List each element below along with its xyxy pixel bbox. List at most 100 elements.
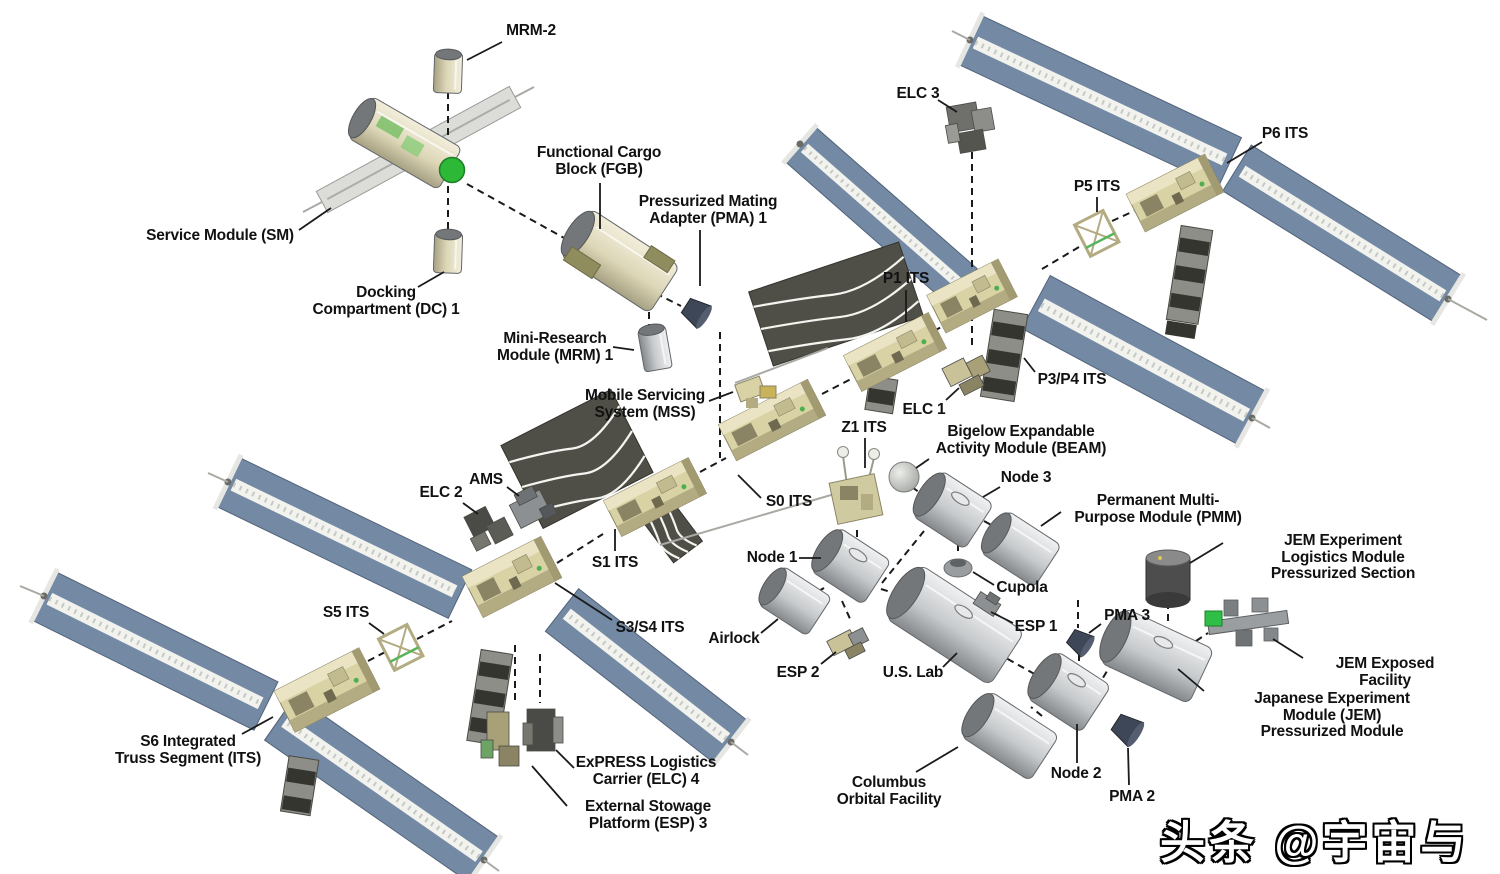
leader-node-3 bbox=[982, 486, 1001, 498]
boom-line-7 bbox=[730, 741, 749, 756]
leader-elc-4 bbox=[555, 749, 575, 769]
boom-line-3 bbox=[483, 859, 500, 872]
assembly-dashed-line-8 bbox=[556, 533, 604, 564]
boom-line-5 bbox=[514, 86, 535, 98]
leader-pma-3 bbox=[1088, 623, 1102, 634]
label-jem-pm: Japanese Experiment Module (JEM) Pressur… bbox=[1254, 690, 1410, 740]
mss-robotics bbox=[734, 375, 777, 408]
label-s5-its: S5 ITS bbox=[322, 604, 370, 621]
truss-p3-p4-its bbox=[926, 258, 1018, 334]
module-node-1 bbox=[811, 529, 890, 603]
label-node-1: Node 1 bbox=[746, 549, 798, 566]
assembly-dashed-line-30 bbox=[1195, 632, 1209, 642]
leader-airlock bbox=[760, 618, 779, 634]
label-p1-its: P1 ITS bbox=[882, 270, 930, 287]
label-node-3: Node 3 bbox=[1000, 469, 1052, 486]
leader-s6-its bbox=[241, 716, 274, 735]
label-docking-compartment-1: Docking Compartment (DC) 1 bbox=[312, 284, 460, 318]
label-jem-elm: JEM Experiment Logistics Module Pressuri… bbox=[1270, 532, 1416, 582]
dark-array-p1 bbox=[748, 241, 924, 367]
module-pma-1 bbox=[680, 297, 712, 330]
module-node-2 bbox=[1027, 653, 1109, 731]
payload-elc-1 bbox=[941, 354, 991, 397]
assembly-dashed-line-22 bbox=[841, 600, 852, 622]
label-elc-1: ELC 1 bbox=[902, 401, 946, 418]
label-esp-1: ESP 1 bbox=[1014, 618, 1058, 635]
module-pma-2 bbox=[1110, 713, 1145, 748]
boom-line-6 bbox=[207, 472, 229, 483]
label-mss: Mobile Servicing System (MSS) bbox=[585, 387, 705, 421]
leader-mrm-2 bbox=[466, 41, 503, 61]
watermark: 头条 @宇宙与科学 bbox=[1160, 817, 1470, 868]
label-esp-2: ESP 2 bbox=[776, 664, 820, 681]
module-jem-elm-ps bbox=[1145, 549, 1191, 608]
payload-esp-3 bbox=[480, 711, 520, 767]
module-node-3 bbox=[912, 472, 992, 548]
boom-line-4 bbox=[302, 201, 323, 213]
truss-s3-s4-its bbox=[461, 535, 563, 619]
assembly-dashed-line-2 bbox=[466, 183, 567, 240]
label-beam: Bigelow Expandable Activity Module (BEAM… bbox=[935, 423, 1107, 457]
support-booms bbox=[19, 30, 1488, 872]
payload-elc-2 bbox=[463, 505, 514, 552]
leader-p6-its bbox=[1226, 141, 1263, 164]
assembly-dashed-line-7 bbox=[416, 620, 453, 640]
label-s6-its: S6 Integrated Truss Segment (ITS) bbox=[114, 733, 262, 767]
assembly-dashed-line-12 bbox=[1041, 246, 1080, 270]
label-node-2: Node 2 bbox=[1050, 765, 1102, 782]
boom-line-0 bbox=[659, 487, 856, 546]
boom-line-1 bbox=[1447, 298, 1488, 321]
truss-s6-its bbox=[273, 647, 381, 733]
leader-pmm bbox=[1040, 511, 1062, 527]
label-mrm-2: MRM-2 bbox=[506, 22, 556, 39]
solar-wing-s4-upper bbox=[212, 453, 473, 619]
leader-esp-3 bbox=[531, 765, 568, 807]
label-s0-its: S0 ITS bbox=[765, 493, 813, 510]
leader-cupola bbox=[972, 571, 995, 586]
module-columbus bbox=[961, 693, 1058, 779]
sm-docking-hub bbox=[438, 156, 466, 184]
label-elc-3: ELC 3 bbox=[896, 85, 940, 102]
leader-esp-2 bbox=[820, 651, 837, 665]
leader-mss bbox=[708, 391, 734, 402]
label-pmm: Permanent Multi- Purpose Module (PMM) bbox=[1074, 492, 1242, 526]
label-jem-exposed-facility: JEM Exposed Facility bbox=[1335, 655, 1435, 689]
module-pmm bbox=[980, 512, 1060, 586]
assembly-dashed-line-24 bbox=[996, 652, 1039, 677]
label-columbus: Columbus Orbital Facility bbox=[836, 774, 942, 808]
radiator-p6 bbox=[1164, 224, 1214, 339]
solar-wing-s6-upper bbox=[28, 567, 279, 731]
label-pma-2: PMA 2 bbox=[1109, 788, 1155, 805]
truss-z1-its bbox=[828, 446, 884, 525]
label-service-module: Service Module (SM) bbox=[146, 227, 294, 244]
truss-segments bbox=[273, 153, 1225, 733]
label-esp-3: External Stowage Platform (ESP) 3 bbox=[584, 798, 712, 832]
leader-s0-its bbox=[737, 474, 762, 499]
truss-s1-its bbox=[602, 456, 708, 538]
leader-s3-s4-its bbox=[554, 582, 613, 621]
module-beam bbox=[888, 461, 920, 493]
module-mrm-2 bbox=[432, 48, 464, 94]
label-fgb: Functional Cargo Block (FGB) bbox=[536, 144, 662, 178]
label-p6-its: P6 ITS bbox=[1261, 125, 1309, 142]
leader-jem-pm bbox=[1177, 668, 1205, 692]
payload-elc-4 bbox=[522, 708, 564, 752]
leader-esp-1 bbox=[990, 611, 1014, 624]
module-mrm-1 bbox=[637, 323, 673, 373]
label-elc-2: ELC 2 bbox=[419, 484, 463, 501]
assembly-dashed-line-10 bbox=[821, 377, 854, 395]
leader-service-module bbox=[298, 207, 332, 231]
leader-jem-exposed-facility bbox=[1272, 638, 1304, 659]
label-us-lab: U.S. Lab bbox=[882, 664, 944, 681]
label-z1-its: Z1 ITS bbox=[841, 419, 887, 436]
leader-elc-3 bbox=[937, 99, 958, 113]
assembly-dashed-line-13 bbox=[1111, 210, 1135, 222]
pressurized-modules bbox=[347, 48, 1290, 779]
boom-line-9 bbox=[951, 30, 971, 41]
label-p5-its: P5 ITS bbox=[1073, 178, 1121, 195]
leader-elc-2 bbox=[462, 502, 479, 515]
truss-p6-its bbox=[1125, 153, 1225, 233]
label-cupola: Cupola bbox=[996, 579, 1048, 596]
